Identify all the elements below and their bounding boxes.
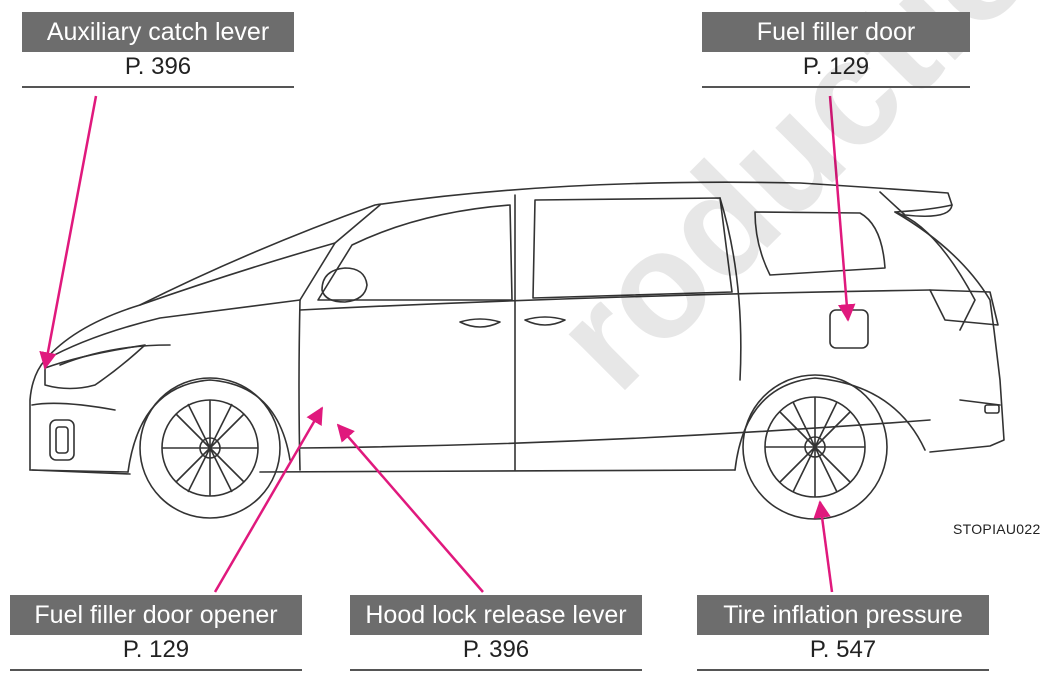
arrow-hood-lock-release-lever: [338, 425, 483, 592]
front-wheel: [140, 378, 280, 518]
callout-label: Fuel filler door opener: [10, 595, 302, 635]
page-reference: P. 396: [22, 52, 294, 86]
arrow-fuel-filler-door: [830, 96, 848, 320]
callout-label: Auxiliary catch lever: [22, 12, 294, 52]
callout-auxiliary-catch-lever: Auxiliary catch lever P. 396: [22, 12, 294, 88]
callout-label: Fuel filler door: [702, 12, 970, 52]
callout-rule: [702, 86, 970, 88]
callout-hood-lock-release-lever: Hood lock release lever P. 396: [350, 595, 642, 671]
callout-fuel-filler-door: Fuel filler door P. 129: [702, 12, 970, 88]
page-reference: P. 129: [10, 635, 302, 669]
minivan-outline: [30, 182, 1004, 474]
callout-fuel-filler-door-opener: Fuel filler door opener P. 129: [10, 595, 302, 671]
rear-wheel: [743, 375, 887, 519]
arrow-tire-inflation-pressure: [820, 502, 832, 592]
callout-rule: [10, 669, 302, 671]
callout-tire-inflation-pressure: Tire inflation pressure P. 547: [697, 595, 989, 671]
page-reference: P. 129: [702, 52, 970, 86]
callout-label: Hood lock release lever: [350, 595, 642, 635]
page-reference: P. 547: [697, 635, 989, 669]
callout-label: Tire inflation pressure: [697, 595, 989, 635]
callout-rule: [350, 669, 642, 671]
arrow-auxiliary-catch-lever: [45, 96, 96, 368]
callout-rule: [22, 86, 294, 88]
arrow-fuel-filler-door-opener: [215, 408, 322, 592]
callout-arrows: [45, 96, 848, 592]
page-reference: P. 396: [350, 635, 642, 669]
callout-rule: [697, 669, 989, 671]
figure-code: STOPIAU022: [953, 521, 1041, 537]
